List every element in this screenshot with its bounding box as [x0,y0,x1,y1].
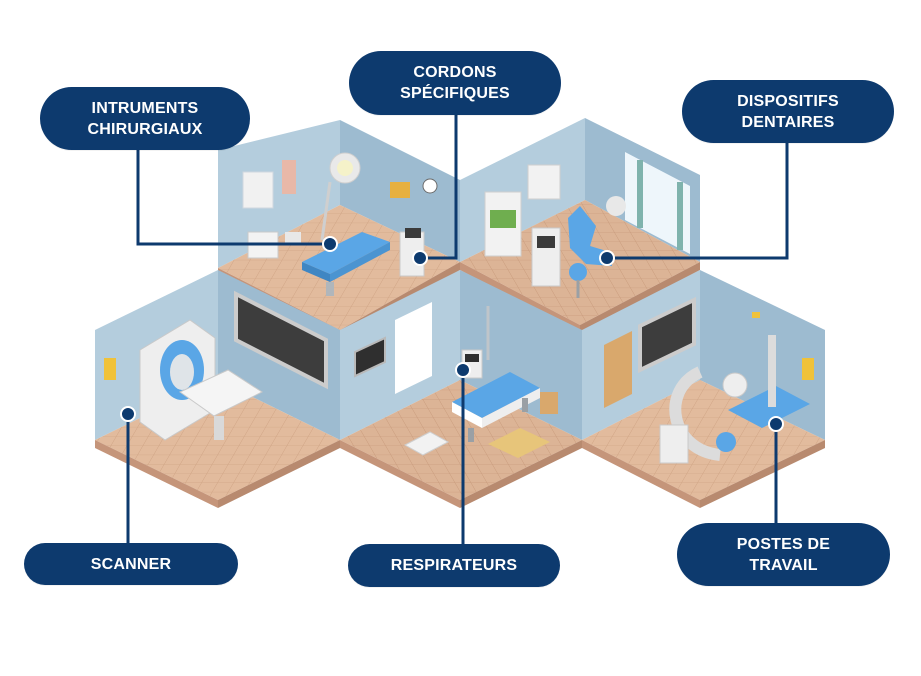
room-xray [582,270,825,508]
room-ward [340,270,582,508]
dot-cordons [412,250,428,266]
label-respirateurs-text: RESPIRATEURS [390,557,518,574]
label-postes-text: POSTES DE TRAVAIL [736,535,831,574]
label-instruments-text: INTRUMENTS CHIRURGIAUX [87,99,203,138]
label-scanner: SCANNER [24,543,238,585]
connector-cordons [420,115,458,260]
label-scanner-text: SCANNER [90,555,172,573]
dot-instruments [322,236,338,252]
connector-dentaires [607,143,789,260]
label-dispositifs-dentaires: DISPOSITIFS DENTAIRES [682,80,894,143]
room-scanner [95,270,340,508]
connector-instruments [136,150,330,246]
room-surgery [218,120,460,338]
label-respirateurs: RESPIRATEURS [348,544,560,587]
dot-postes [768,416,784,432]
dot-respirateurs [455,362,471,378]
label-postes-de-travail: POSTES DE TRAVAIL [677,523,890,586]
dot-scanner [120,406,136,422]
dot-dentaires [599,250,615,266]
connector-dots [120,236,784,432]
connectors [126,115,789,544]
label-dentaires-text: DISPOSITIFS DENTAIRES [737,92,839,131]
label-cordons-specifiques: CORDONS SPÉCIFIQUES [349,51,561,115]
label-instruments-chirurgiaux: INTRUMENTS CHIRURGIAUX [40,87,250,150]
label-cordons-text: CORDONS SPÉCIFIQUES [400,64,510,102]
